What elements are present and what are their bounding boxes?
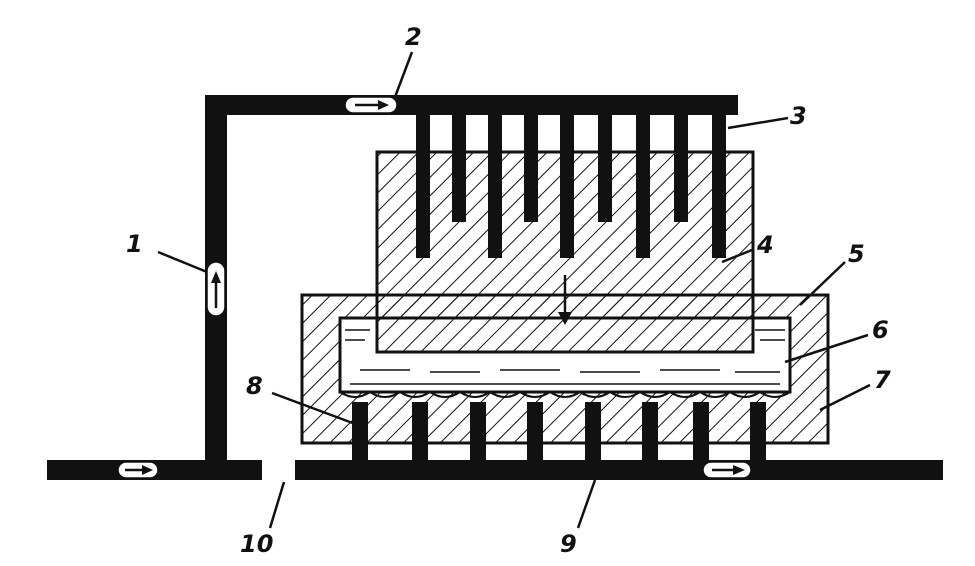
label-6: 6 — [872, 316, 889, 344]
upper-fins — [416, 113, 726, 258]
lower-fins — [352, 402, 766, 462]
upper-fin — [598, 113, 612, 222]
flow-arrow-riser-icon — [206, 261, 226, 317]
lower-fin — [470, 402, 486, 462]
leader-8 — [271, 391, 359, 427]
leader-7 — [819, 383, 871, 412]
flow-arrow-top-icon — [344, 96, 398, 114]
lower-fin — [693, 402, 709, 462]
upper-fin — [488, 113, 502, 258]
leader-10 — [268, 481, 286, 529]
label-1: 1 — [126, 230, 143, 258]
leader-2 — [393, 51, 414, 98]
label-10: 10 — [240, 530, 273, 558]
leader-6 — [784, 333, 869, 364]
label-8: 8 — [246, 372, 263, 400]
label-2: 2 — [405, 23, 422, 51]
label-7: 7 — [874, 366, 891, 394]
upper-fin — [636, 113, 650, 258]
lower-fin — [642, 402, 658, 462]
flow-arrow-bottom-left-icon — [117, 461, 159, 479]
leader-4 — [721, 248, 753, 264]
label-5: 5 — [848, 240, 865, 268]
label-4: 4 — [756, 231, 774, 259]
lower-fin — [412, 402, 428, 462]
flow-arrow-bottom-right-icon — [702, 461, 752, 479]
lower-fin — [527, 402, 543, 462]
upper-fin — [416, 113, 430, 258]
leader-9 — [576, 479, 597, 529]
liquid-layer — [345, 329, 785, 385]
label-3: 3 — [790, 102, 807, 130]
upper-fin — [712, 113, 726, 258]
leader-5 — [799, 261, 846, 306]
bottom-right-pipe — [295, 460, 943, 480]
upper-fin — [452, 113, 466, 222]
leader-1 — [157, 250, 208, 274]
upper-fin — [674, 113, 688, 222]
upper-fin — [524, 113, 538, 222]
lower-fin — [750, 402, 766, 462]
top-collector-pipe — [205, 95, 738, 115]
lower-fin — [352, 402, 368, 462]
upper-fin — [560, 113, 574, 258]
label-9: 9 — [560, 530, 577, 558]
lower-fin — [585, 402, 601, 462]
leader-3 — [727, 116, 789, 130]
